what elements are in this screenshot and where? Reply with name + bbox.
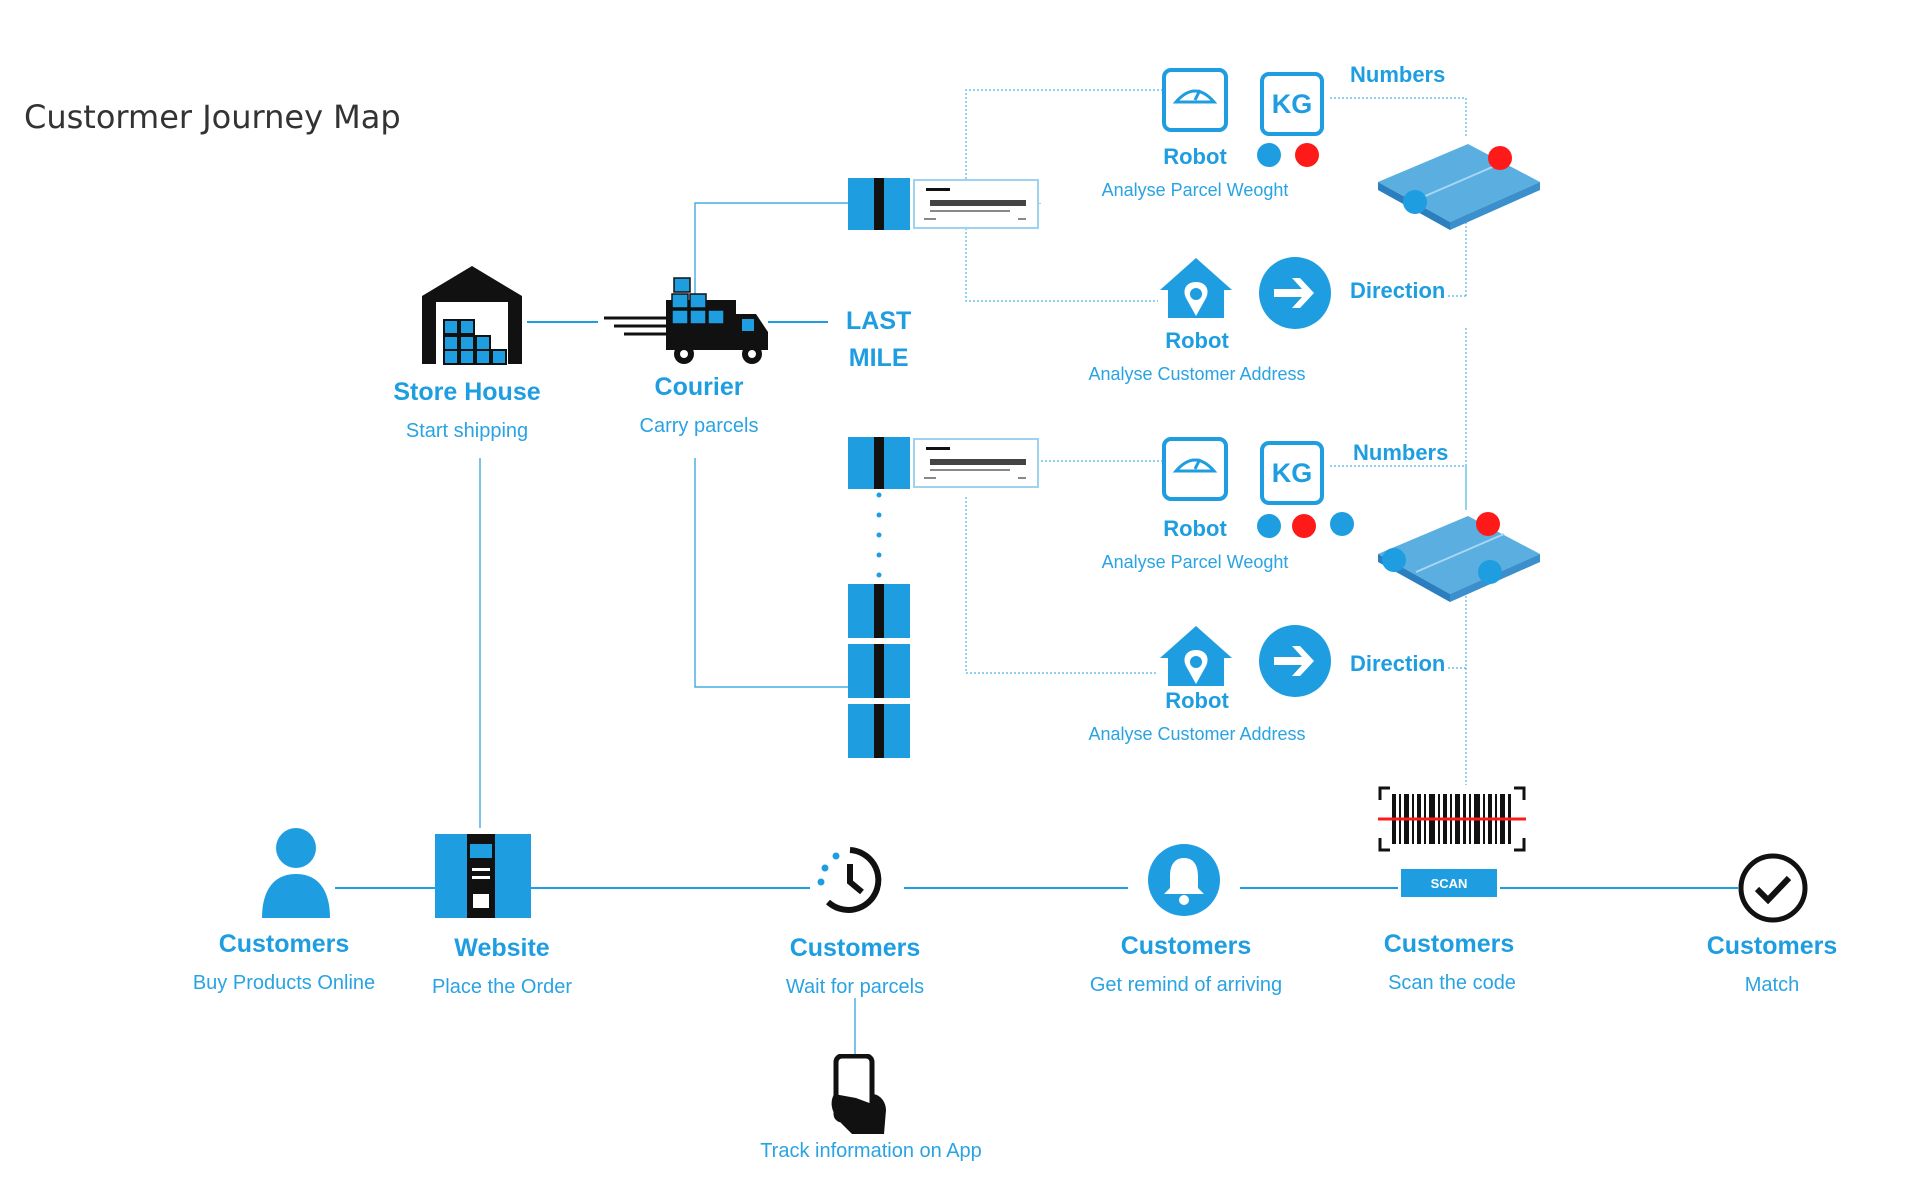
robot-weight-label: Robot [1163, 144, 1227, 169]
phone-hand-icon [831, 1054, 886, 1134]
red-dot [1292, 514, 1316, 538]
robot-address-sub: Analyse Customer Address [1088, 364, 1306, 384]
kg-icon: KG [1260, 441, 1324, 505]
person-icon [262, 828, 330, 918]
numbers-label: Numbers [1350, 62, 1446, 87]
robot-weight-sub: Analyse Parcel Weoght [1101, 180, 1289, 200]
conveyor-platform-icon [1378, 512, 1540, 602]
blue-dot [1257, 514, 1281, 538]
journey-label-4: Customers [1383, 930, 1515, 958]
last-mile-line-2: MILE [848, 344, 909, 372]
scale-gauge-icon [1162, 437, 1228, 501]
kg-icon: KG [1260, 72, 1324, 136]
page-title: Custormer Journey Map [24, 98, 401, 136]
clock-icon [817, 847, 882, 913]
direction-label: Direction [1350, 651, 1446, 676]
robot-address-label: Robot [1165, 688, 1229, 713]
journey-sub-5: Match [1744, 974, 1800, 996]
direction-arrow-icon [1259, 257, 1331, 329]
courier-sub: Carry parcels [639, 415, 759, 437]
direction-label: Direction [1350, 278, 1446, 303]
parcel-label-icon [848, 178, 1039, 230]
journey-sub-4: Scan the code [1388, 972, 1516, 994]
journey-sub-0: Buy Products Online [192, 972, 376, 994]
track-label: Track information on App [760, 1140, 982, 1162]
robot-address-sub: Analyse Customer Address [1088, 724, 1306, 744]
courier-label: Courier [654, 373, 744, 401]
robot-address-label: Robot [1165, 328, 1229, 353]
journey-label-0: Customers [218, 930, 350, 958]
journey-sub-2: Wait for parcels [785, 976, 925, 998]
journey-label-1: Website [454, 934, 550, 962]
journey-label-3: Customers [1120, 932, 1252, 960]
scan-button: SCAN [1401, 869, 1497, 897]
robot-weight-label: Robot [1163, 516, 1227, 541]
home-pin-icon [1160, 258, 1232, 318]
storehouse-sub: Start shipping [405, 420, 529, 442]
journey-sub-3: Get remind of arriving [1089, 974, 1283, 996]
prime-box-icon [435, 834, 531, 918]
scale-gauge-icon [1162, 68, 1228, 132]
storehouse-label: Store House [393, 378, 541, 406]
barcode-icon [1378, 786, 1526, 852]
blue-dot [1257, 143, 1281, 167]
blue-dot [1330, 512, 1354, 536]
conveyor-platform-icon [1378, 144, 1540, 230]
numbers-label: Numbers [1353, 440, 1449, 465]
robot-weight-sub: Analyse Parcel Weoght [1101, 552, 1289, 572]
warehouse-icon [422, 266, 522, 365]
journey-label-5: Customers [1706, 932, 1838, 960]
journey-label-2: Customers [789, 934, 921, 962]
truck-icon [604, 277, 768, 364]
parcel-label-icon [848, 437, 1039, 489]
red-dot [1295, 143, 1319, 167]
bell-icon [1148, 844, 1220, 916]
home-pin-icon [1160, 626, 1232, 686]
last-mile-line-1: LAST [846, 307, 912, 335]
last-mile-label: LAST MILE [846, 303, 911, 377]
journey-sub-1: Place the Order [431, 976, 573, 998]
direction-arrow-icon [1259, 625, 1331, 697]
parcel-stack-icon [848, 584, 910, 758]
check-icon [1738, 853, 1808, 923]
